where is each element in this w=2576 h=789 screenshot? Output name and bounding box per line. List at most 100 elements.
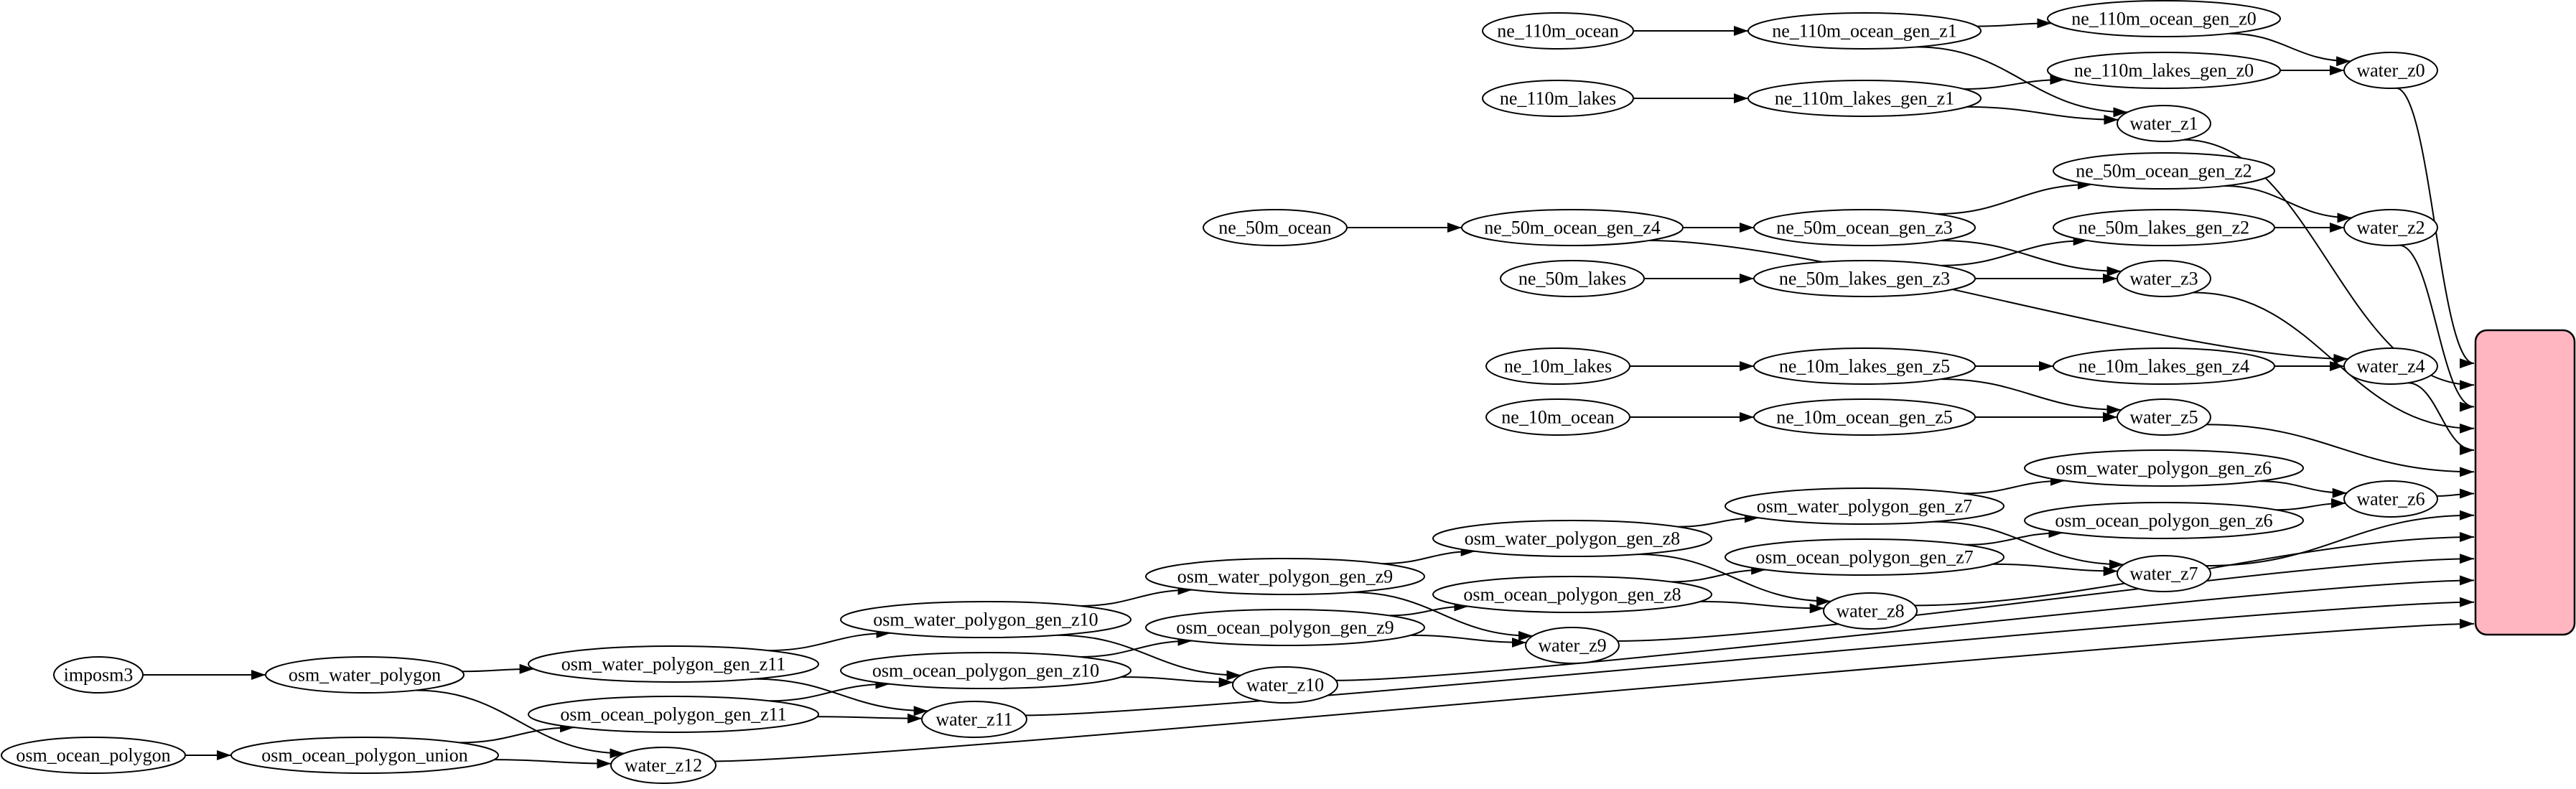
edge-osm_ocean_polygon_gen_z11-to-osm_ocean_polygon_gen_z10 — [769, 678, 890, 702]
node-label-osm_water_polygon: osm_water_polygon — [289, 665, 441, 686]
edge-osm_water_polygon_gen_z9-to-osm_water_polygon_gen_z8 — [1382, 546, 1475, 565]
node-label-water_z3: water_z3 — [2129, 269, 2198, 289]
edge-ne_50m_ocean_gen_z3-to-water_z3 — [1941, 240, 2122, 276]
node-shape-osm_ocean_polygon_gen_z11 — [528, 696, 819, 733]
edge-ne_50m_ocean_gen_z4-to-water_z4 — [1648, 240, 2348, 364]
node-label-ne_50m_ocean_gen_z2: ne_50m_ocean_gen_z2 — [2076, 161, 2251, 182]
node-osm_water_polygon_gen_z10: osm_water_polygon_gen_z10 — [840, 601, 1131, 638]
edge-osm_water_polygon_gen_z10-to-water_z10 — [1057, 634, 1241, 681]
node-water_z11: water_z11 — [921, 701, 1027, 738]
node-osm_water_polygon_gen_z7: osm_water_polygon_gen_z7 — [1725, 487, 2005, 525]
node-label-ne_110m_lakes_gen_z0: ne_110m_lakes_gen_z0 — [2074, 60, 2254, 81]
node-water_z6: water_z6 — [2343, 480, 2438, 518]
node-label-water_z0: water_z0 — [2356, 60, 2425, 81]
node-label-osm_ocean_polygon_gen_z6: osm_ocean_polygon_gen_z6 — [2055, 510, 2272, 531]
node-shape-water_z1 — [2117, 105, 2211, 142]
node-label-ne_50m_ocean_gen_z4: ne_50m_ocean_gen_z4 — [1484, 218, 1660, 238]
node-label-water_z1: water_z1 — [2129, 113, 2198, 134]
edge-osm_ocean_polygon_gen_z8-to-osm_ocean_polygon_gen_z7 — [1671, 564, 1766, 583]
node-label-osm_ocean_polygon_gen_z9: osm_ocean_polygon_gen_z9 — [1176, 617, 1394, 638]
node-label-ne_10m_lakes_gen_z5: ne_10m_lakes_gen_z5 — [1779, 356, 1950, 377]
node-label-osm_water_polygon_gen_z8: osm_water_polygon_gen_z8 — [1465, 528, 1680, 549]
edge-osm_water_polygon_gen_z6-to-water_z6 — [2259, 480, 2347, 498]
node-shape-ne_110m_lakes_gen_z0 — [2047, 52, 2281, 89]
node-water_z10: water_z10 — [1232, 666, 1338, 704]
edge-osm_water_polygon_gen_z11-to-osm_water_polygon_gen_z10 — [768, 627, 891, 652]
node-shape-water_z8 — [1823, 592, 1918, 630]
node-ne_50m_ocean_gen_z2: ne_50m_ocean_gen_z2 — [2053, 152, 2275, 190]
node-label-ne_10m_ocean_gen_z5: ne_10m_ocean_gen_z5 — [1776, 407, 1952, 428]
node-shape-osm_ocean_polygon_gen_z9 — [1145, 609, 1425, 646]
node-water_z3: water_z3 — [2117, 260, 2211, 297]
node-ne_10m_lakes: ne_10m_lakes — [1485, 347, 1630, 385]
node-shape-ne_50m_ocean — [1203, 209, 1348, 246]
node-ne_50m_lakes_gen_z2: ne_50m_lakes_gen_z2 — [2053, 209, 2275, 246]
node-label-osm_ocean_polygon_gen_z7: osm_ocean_polygon_gen_z7 — [1755, 547, 1973, 568]
edge-ne_110m_lakes_gen_z1-to-ne_110m_lakes_gen_z0 — [1964, 75, 2065, 90]
edge-ne_10m_lakes_gen_z5-to-water_z5 — [1941, 378, 2122, 415]
node-shape-ne_50m_ocean_gen_z4 — [1461, 209, 1684, 246]
edge-water_z3-to-layer_water-z3 — [2193, 291, 2475, 434]
edge-osm_water_polygon_gen_z8-to-osm_water_polygon_gen_z7 — [1678, 513, 1759, 528]
node-shape-imposm3 — [53, 656, 144, 694]
edge-ne_110m_lakes_gen_z1-to-water_z1 — [1966, 106, 2119, 125]
node-shape-osm_water_polygon — [265, 656, 465, 694]
node-label-ne_50m_lakes: ne_50m_lakes — [1518, 269, 1626, 289]
edge-ne_110m_ocean_gen_z0-to-water_z0 — [2229, 32, 2351, 67]
node-osm_water_polygon_gen_z6: osm_water_polygon_gen_z6 — [2024, 449, 2304, 487]
node-shape-ne_110m_lakes — [1482, 80, 1634, 117]
node-shape-water_z3 — [2117, 260, 2211, 297]
node-shape-ne_50m_lakes_gen_z3 — [1753, 260, 1976, 297]
node-shape-ne_110m_lakes_gen_z1 — [1747, 80, 1982, 117]
edges-layer — [143, 18, 2475, 769]
edge-water_z7-to-layer_water-z7 — [2206, 510, 2475, 567]
node-shape-ne_50m_lakes — [1500, 260, 1645, 297]
node-shape-osm_water_polygon_gen_z6 — [2024, 449, 2304, 487]
edge-water_z6-to-layer_water-z6 — [2437, 488, 2475, 499]
node-shape-ne_50m_lakes_gen_z2 — [2053, 209, 2275, 246]
node-shape-water_z5 — [2117, 398, 2211, 436]
node-label-ne_110m_ocean: ne_110m_ocean — [1497, 21, 1618, 42]
node-label-ne_50m_lakes_gen_z3: ne_50m_lakes_gen_z3 — [1779, 269, 1950, 289]
node-water_z1: water_z1 — [2117, 105, 2211, 142]
edge-osm_ocean_polygon_gen_z9-to-osm_ocean_polygon_gen_z8 — [1389, 601, 1469, 617]
node-ne_10m_ocean: ne_10m_ocean — [1485, 398, 1630, 436]
node-label-osm_ocean_polygon_gen_z8: osm_ocean_polygon_gen_z8 — [1463, 584, 1681, 605]
node-label-water_z2: water_z2 — [2356, 218, 2425, 238]
node-shape-water_z0 — [2343, 52, 2438, 89]
node-ne_50m_ocean_gen_z4: ne_50m_ocean_gen_z4 — [1461, 209, 1684, 246]
node-shape-ne_10m_lakes_gen_z4 — [2053, 347, 2275, 385]
node-shape-ne_10m_ocean — [1485, 398, 1630, 436]
node-label-water_z11: water_z11 — [935, 709, 1012, 730]
edge-osm_water_polygon-to-osm_water_polygon_gen_z11 — [462, 663, 534, 674]
node-osm_ocean_polygon_gen_z9: osm_ocean_polygon_gen_z9 — [1145, 609, 1425, 646]
node-label-ne_110m_ocean_gen_z0: ne_110m_ocean_gen_z0 — [2071, 9, 2257, 29]
node-ne_50m_lakes: ne_50m_lakes — [1500, 260, 1645, 297]
node-shape-osm_water_polygon_gen_z8 — [1432, 520, 1712, 557]
node-water_z4: water_z4 — [2343, 347, 2438, 385]
edge-water_z4-to-layer_water-z4 — [2407, 382, 2475, 455]
node-osm_ocean_polygon_gen_z7: osm_ocean_polygon_gen_z7 — [1725, 538, 2005, 576]
node-shape-water_z12 — [610, 747, 717, 784]
node-shape-water_z9 — [1525, 627, 1620, 664]
node-shape-ne_50m_ocean_gen_z3 — [1753, 209, 1976, 246]
edge-osm_water_polygon-to-water_z12 — [415, 689, 625, 759]
node-ne_10m_lakes_gen_z4: ne_10m_lakes_gen_z4 — [2053, 347, 2275, 385]
node-shape-ne_10m_ocean_gen_z5 — [1753, 398, 1976, 436]
node-ne_10m_lakes_gen_z5: ne_10m_lakes_gen_z5 — [1753, 347, 1976, 385]
node-ne_10m_ocean_gen_z5: ne_10m_ocean_gen_z5 — [1753, 398, 1976, 436]
edge-ne_110m_ocean_gen_z1-to-water_z1 — [1916, 46, 2128, 118]
node-ne_110m_lakes_gen_z0: ne_110m_lakes_gen_z0 — [2047, 52, 2281, 89]
edge-ne_50m_ocean_gen_z2-to-water_z2 — [2223, 185, 2352, 223]
node-ne_50m_ocean: ne_50m_ocean — [1203, 209, 1348, 246]
node-osm_ocean_polygon_gen_z11: osm_ocean_polygon_gen_z11 — [528, 696, 819, 733]
node-label-ne_50m_lakes_gen_z2: ne_50m_lakes_gen_z2 — [2078, 218, 2249, 238]
node-shape-ne_10m_lakes — [1485, 347, 1630, 385]
node-label-ne_50m_ocean_gen_z3: ne_50m_ocean_gen_z3 — [1776, 218, 1952, 238]
edge-water_z12-to-layer_water-z12+ — [714, 618, 2475, 762]
node-label-ne_10m_lakes: ne_10m_lakes — [1504, 356, 1612, 377]
node-label-osm_water_polygon_gen_z11: osm_water_polygon_gen_z11 — [561, 654, 785, 675]
node-label-osm_ocean_polygon: osm_ocean_polygon — [16, 745, 170, 766]
